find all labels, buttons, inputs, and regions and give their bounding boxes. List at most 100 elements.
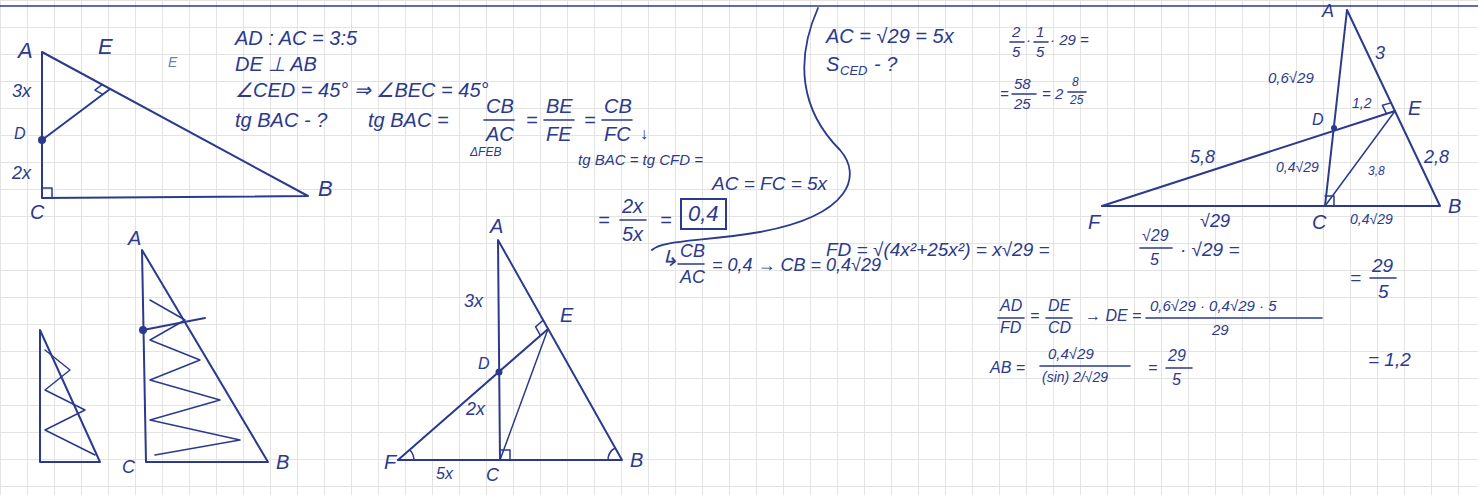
point-d <box>38 136 46 144</box>
segment-de <box>143 318 205 330</box>
point-d <box>496 369 503 376</box>
handwritten-note: = <box>1148 360 1157 376</box>
handwritten-note: = <box>526 110 538 130</box>
handwritten-note: F <box>1088 212 1100 232</box>
handwritten-note: E <box>168 55 177 69</box>
handwritten-note: 2x <box>622 196 643 216</box>
handwritten-note: · √29 = <box>1180 240 1240 259</box>
handwritten-note: 3x <box>464 292 483 310</box>
handwritten-note: AD <box>1000 298 1022 314</box>
handwritten-note: = 2 <box>1042 86 1063 101</box>
handwritten-note: S <box>826 54 839 74</box>
handwritten-note: 3,8 <box>1368 165 1385 177</box>
handwritten-note: 1 <box>1036 24 1044 39</box>
handwritten-note: C <box>122 458 135 476</box>
handwritten-note: tg BAC = <box>368 110 449 130</box>
sketch-triangle <box>142 250 268 462</box>
handwritten-note: = <box>584 110 596 130</box>
fraction-bar <box>1370 277 1396 279</box>
handwritten-note: B <box>276 452 289 472</box>
hatching <box>45 350 95 455</box>
segment-ce <box>1325 111 1395 206</box>
fraction-bar <box>1046 317 1072 319</box>
handwritten-note: - ? <box>874 54 897 74</box>
fraction-bar <box>484 119 514 121</box>
handwritten-note: DE <box>1048 298 1070 314</box>
handwritten-note: tg BAC = tg CFD = <box>578 152 703 167</box>
handwritten-note: 5 <box>1036 44 1044 59</box>
handwritten-note: CED <box>840 64 867 77</box>
handwritten-note: = <box>1350 268 1361 287</box>
handwritten-note: AB = <box>990 360 1025 376</box>
right-angle-mark <box>536 320 544 335</box>
angle-arc <box>410 450 414 460</box>
handwritten-note: tg BAC - ? <box>235 110 327 130</box>
handwritten-note: 3 <box>1375 44 1385 62</box>
handwritten-note: 0,4√29 <box>1048 346 1094 361</box>
fraction-bar <box>1146 317 1322 319</box>
handwritten-note: = 1,2 <box>1368 350 1411 369</box>
fraction-bar <box>1068 91 1086 93</box>
handwritten-note: B <box>318 178 333 200</box>
segment-fe <box>398 329 548 460</box>
right-angle-mark <box>95 85 103 95</box>
angle-arc <box>608 448 615 460</box>
handwritten-note: 29 <box>1372 256 1393 275</box>
sketch-triangle <box>40 330 100 462</box>
handwritten-note: CB <box>486 96 514 116</box>
handwritten-note: 29 <box>1212 322 1229 337</box>
handwritten-note: · <box>1026 32 1031 47</box>
handwritten-note: 25 <box>1014 96 1031 111</box>
handwritten-note: C <box>1312 212 1326 232</box>
handwritten-note: C <box>30 202 44 222</box>
handwritten-note: (sin) 2/√29 <box>1042 370 1108 384</box>
handwritten-note: 0,4√29 <box>1350 212 1393 226</box>
handwritten-note: FD <box>1000 320 1021 336</box>
segment-fc <box>1102 205 1325 207</box>
answer-box: 0,4 <box>680 198 727 230</box>
handwritten-note: AD : AC = 3:5 <box>235 28 357 48</box>
handwritten-note: ΔFEB <box>470 146 501 158</box>
handwritten-note: FE <box>546 124 572 144</box>
handwritten-note: 5 <box>1150 252 1159 268</box>
handwritten-note: 3x <box>12 82 31 100</box>
handwritten-note: ↳ <box>660 248 678 270</box>
handwritten-note: 2 <box>1012 24 1020 39</box>
handwritten-note: 5x <box>622 224 643 244</box>
handwritten-note: ↓ <box>640 126 648 142</box>
handwritten-note: FD = √(4x²+25x²) = x√29 = <box>826 240 1050 259</box>
handwritten-note: A <box>128 228 141 248</box>
handwritten-note: CB <box>604 96 632 116</box>
handwritten-note: → DE = <box>1085 308 1141 324</box>
handwritten-note: 2x <box>12 164 31 182</box>
handwritten-note: E <box>98 36 113 58</box>
handwritten-note: 5 <box>1172 372 1181 388</box>
handwritten-note: F <box>384 452 396 472</box>
handwritten-note: BE <box>546 96 573 116</box>
segment-de <box>42 89 110 140</box>
handwritten-note: = <box>1030 308 1039 324</box>
handwritten-note: E <box>560 305 573 325</box>
fraction-bar <box>1140 247 1172 249</box>
fraction-bar <box>678 263 704 265</box>
handwritten-note: A <box>18 40 33 62</box>
handwritten-note: D <box>14 126 26 142</box>
page-rule <box>0 5 1478 7</box>
answer-value: 0,4 <box>688 203 719 225</box>
right-angle-mark <box>42 188 52 198</box>
handwritten-note: AC = √29 = 5x <box>826 26 954 46</box>
handwritten-note: AC <box>486 124 514 144</box>
fraction-bar <box>602 119 632 121</box>
handwritten-note: 2,8 <box>1424 148 1449 166</box>
handwritten-note: 8 <box>1072 76 1079 88</box>
handwritten-note: A <box>490 216 503 236</box>
right-angle-mark <box>1325 196 1334 206</box>
handwritten-note: D <box>478 356 490 372</box>
handwritten-note: D <box>1312 112 1324 128</box>
fraction-bar <box>1012 93 1036 95</box>
handwritten-note: 0,4√29 <box>1276 160 1319 174</box>
handwritten-note: 5,8 <box>1190 148 1215 166</box>
handwritten-note: · 29 = <box>1050 32 1089 47</box>
